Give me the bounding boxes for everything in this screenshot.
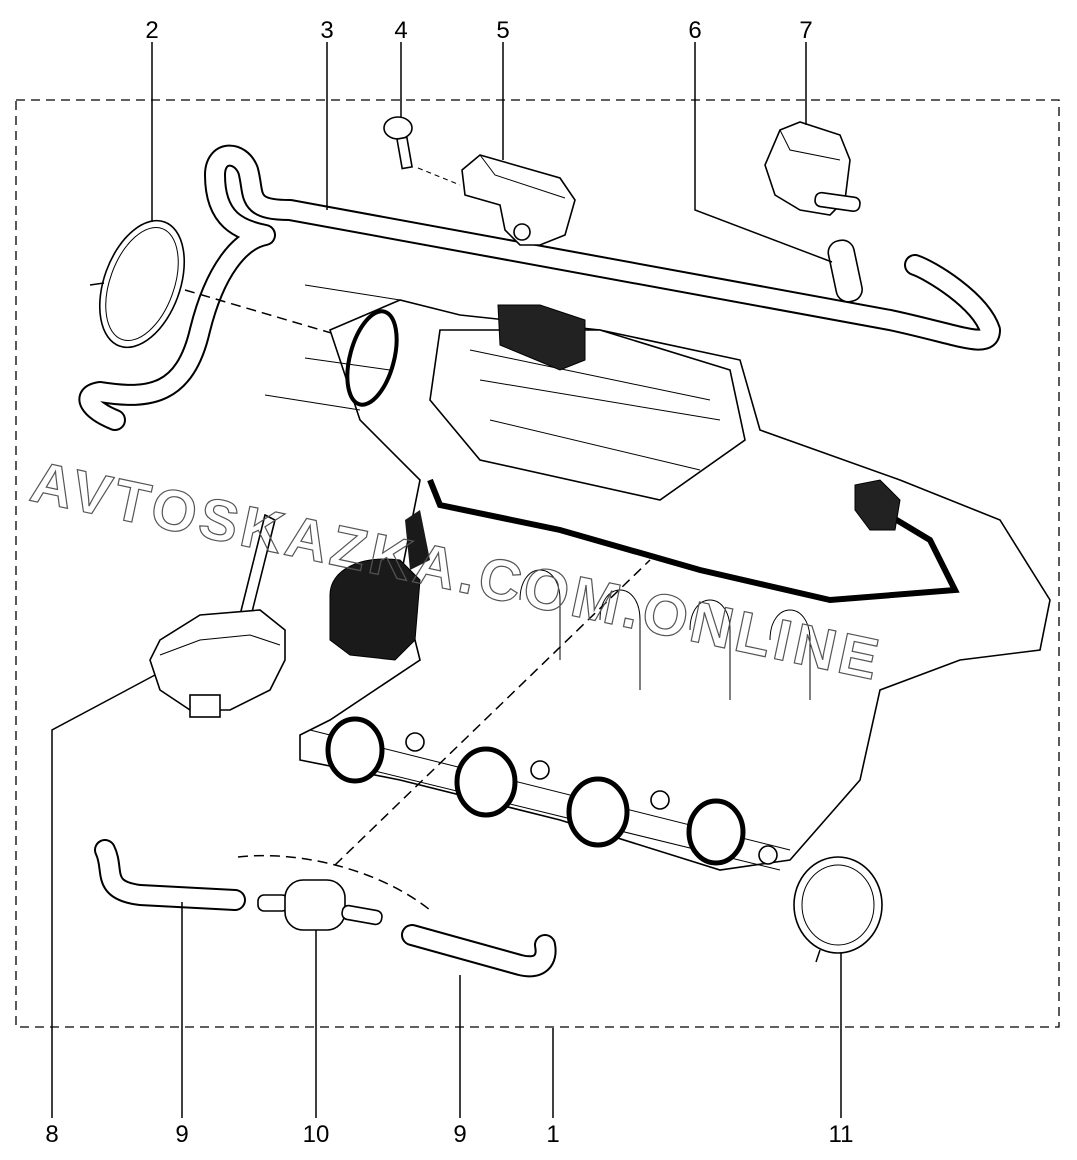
part-6-short-hose bbox=[827, 239, 863, 303]
part-8-vacuum-actuator bbox=[149, 513, 286, 718]
callout-4: 4 bbox=[394, 17, 407, 44]
leader-lines bbox=[51, 42, 842, 1118]
callout-9-right: 9 bbox=[453, 1121, 466, 1148]
callout-7: 7 bbox=[799, 17, 812, 44]
callout-2: 2 bbox=[145, 17, 158, 44]
callout-10: 10 bbox=[303, 1121, 330, 1148]
part-1-intake-manifold bbox=[264, 284, 1051, 871]
callout-11: 11 bbox=[829, 1121, 854, 1148]
part-4-screw bbox=[383, 116, 461, 186]
callout-3: 3 bbox=[320, 17, 333, 44]
assembly-arrow bbox=[184, 289, 356, 341]
part-9-hose-left bbox=[94, 839, 246, 911]
assembly-arrow-2 bbox=[334, 559, 651, 866]
part-11-seal-ring bbox=[793, 856, 883, 963]
callout-9-left: 9 bbox=[175, 1121, 188, 1148]
assembly-arc bbox=[237, 854, 431, 911]
assembly-boundary bbox=[15, 99, 1060, 1028]
callout-1: 1 bbox=[546, 1121, 559, 1148]
part-7-solenoid-valve bbox=[764, 121, 861, 216]
part-10-check-valve bbox=[257, 879, 383, 931]
callout-8: 8 bbox=[45, 1121, 58, 1148]
part-3-hose bbox=[78, 144, 1001, 431]
part-2-seal-ring bbox=[89, 219, 186, 349]
part-5-pressure-sensor bbox=[461, 154, 576, 246]
callout-6: 6 bbox=[688, 17, 701, 44]
callout-5: 5 bbox=[496, 17, 509, 44]
part-9-hose-right bbox=[401, 924, 557, 978]
